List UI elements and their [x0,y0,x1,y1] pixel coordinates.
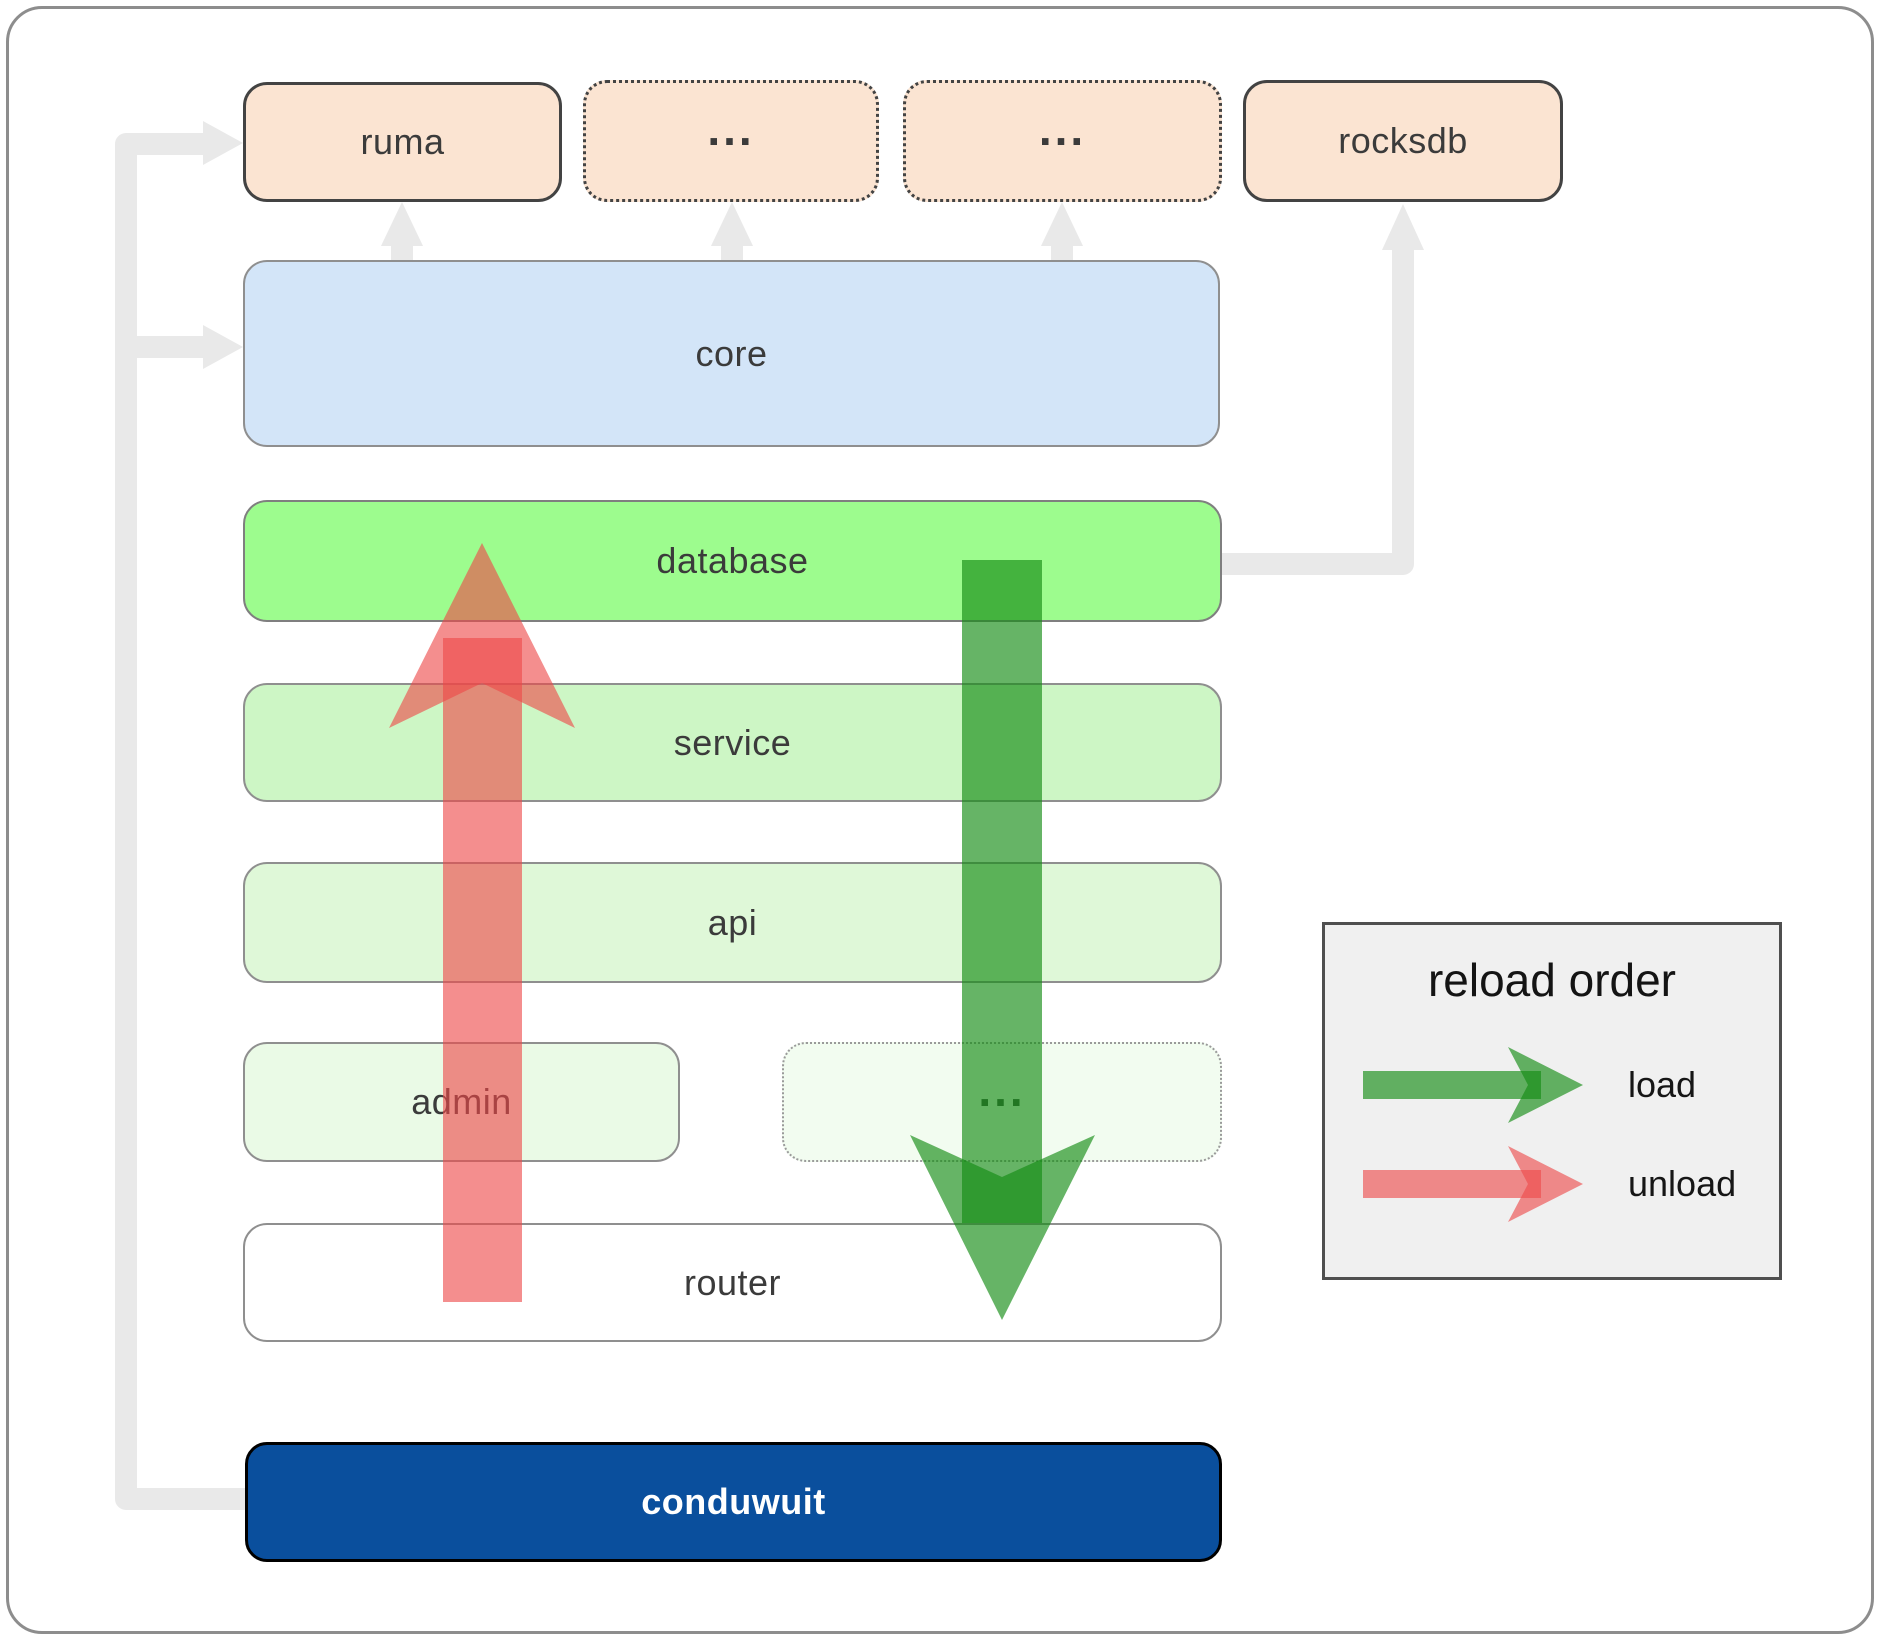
node-api-label: api [707,901,758,943]
node-database-label: database [656,540,809,581]
legend-load-arrow-shaft [1363,1071,1541,1099]
node-conduwuit-label: conduwuit [641,1481,826,1522]
legend-label-unload: unload [1628,1163,1737,1204]
node-core-label: core [695,332,768,374]
node-core: core [243,260,1220,447]
node-router: router [243,1223,1222,1342]
node-other-crates-2: ... [903,80,1222,202]
node-admin: admin [243,1042,680,1162]
arrowhead-into-rocksdb-icon [1382,204,1424,250]
node-database: database [243,500,1222,622]
node-rocksdb-label: rocksdb [1338,120,1468,161]
legend-unload-arrow-icon [1363,1146,1583,1222]
node-service-label: service [673,721,792,763]
node-other-crates-1: ... [583,80,879,202]
connector-core-to-etc2 [1051,242,1073,262]
legend-label-load: load [1628,1064,1697,1105]
arrowhead-into-ruma-icon [203,121,243,165]
node-other-services: ... [782,1042,1222,1162]
legend-load-arrow-head [1508,1047,1583,1123]
connector-core-to-etc1 [721,242,743,262]
node-ruma-label: ruma [360,121,445,162]
node-admin-label: admin [411,1081,512,1122]
connector-database-to-rocksdb [1222,250,1414,575]
connector-conduwuit-to-ruma [115,133,250,1510]
node-conduwuit: conduwuit [245,1442,1222,1562]
arrowhead-core-to-etc2-icon [1041,202,1083,246]
legend-load-arrow-icon [1363,1047,1583,1123]
node-rocksdb: rocksdb [1243,80,1563,202]
arrowhead-core-to-etc1-icon [711,202,753,246]
legend-box: reload order load unload [1322,922,1782,1280]
node-service: service [243,683,1222,802]
outer-frame [6,6,1874,1634]
legend-unload-arrow-head [1508,1146,1583,1222]
node-api: api [243,862,1222,983]
arrowhead-into-core-icon [203,325,243,369]
node-ruma: ruma [243,82,562,202]
legend-unload-arrow-shaft [1363,1170,1541,1198]
node-router-label: router [683,1261,782,1303]
legend-title: reload order [1427,954,1677,1006]
arrowhead-core-to-ruma-icon [381,202,423,246]
connector-core-to-ruma [391,242,413,262]
